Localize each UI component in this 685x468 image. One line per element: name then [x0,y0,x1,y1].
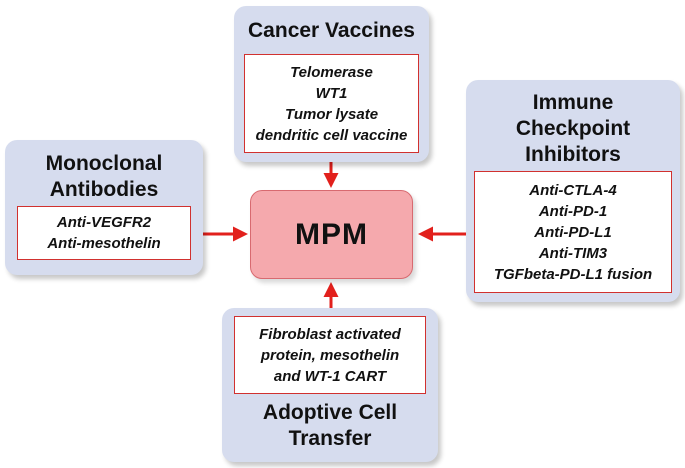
list-item: and WT-1 CART [273,367,387,385]
list-item: Anti-CTLA-4 [529,181,617,199]
adoptive-cell-transfer-panel: Fibroblast activated protein, mesothelin… [222,308,438,462]
panel-title-line: Adoptive Cell [262,401,398,424]
adoptive-cell-transfer-title: Adoptive Cell Transfer [222,400,438,452]
mpm-label: MPM [295,217,368,251]
checkpoint-inhibitors-panel: Immune Checkpoint Inhibitors Anti-CTLA-4… [466,80,680,302]
checkpoint-inhibitors-title: Immune Checkpoint Inhibitors [466,90,680,168]
cancer-vaccines-title: Cancer Vaccines [234,18,429,44]
cancer-vaccines-panel: Cancer Vaccines Telomerase WT1 Tumor lys… [234,6,429,162]
panel-title-line: Antibodies [49,178,159,201]
panel-title-line: Immune [532,91,614,114]
list-item: Fibroblast activated [259,325,401,343]
panel-title-line: Transfer [288,427,372,450]
list-item: WT1 [315,84,348,102]
panel-title-line: Inhibitors [525,143,621,166]
monoclonal-antibodies-title: Monoclonal Antibodies [5,151,203,203]
cancer-vaccines-list: Telomerase WT1 Tumor lysate dendritic ce… [244,54,419,153]
list-item: Telomerase [290,63,373,81]
adoptive-cell-transfer-list: Fibroblast activated protein, mesothelin… [234,316,426,394]
list-item: Anti-VEGFR2 [56,214,152,231]
monoclonal-antibodies-panel: Monoclonal Antibodies Anti-VEGFR2 Anti-m… [5,140,203,275]
monoclonal-antibodies-list: Anti-VEGFR2 Anti-mesothelin [17,206,191,260]
list-item: TGFbeta-PD-L1 fusion [493,265,653,283]
panel-title-line: Checkpoint [515,117,631,140]
list-item: Anti-mesothelin [47,235,161,252]
mpm-center-node: MPM [250,190,413,279]
checkpoint-inhibitors-list: Anti-CTLA-4 Anti-PD-1 Anti-PD-L1 Anti-TI… [474,171,672,293]
list-item: protein, mesothelin [260,346,400,364]
list-item: Anti-PD-1 [538,202,608,220]
panel-title-line: Monoclonal [45,152,163,175]
list-item: Tumor lysate [284,105,379,123]
list-item: Anti-PD-L1 [534,223,612,241]
list-item: Anti-TIM3 [538,244,608,262]
panel-title-line: Cancer Vaccines [248,19,415,42]
list-item: dendritic cell vaccine [255,126,408,144]
